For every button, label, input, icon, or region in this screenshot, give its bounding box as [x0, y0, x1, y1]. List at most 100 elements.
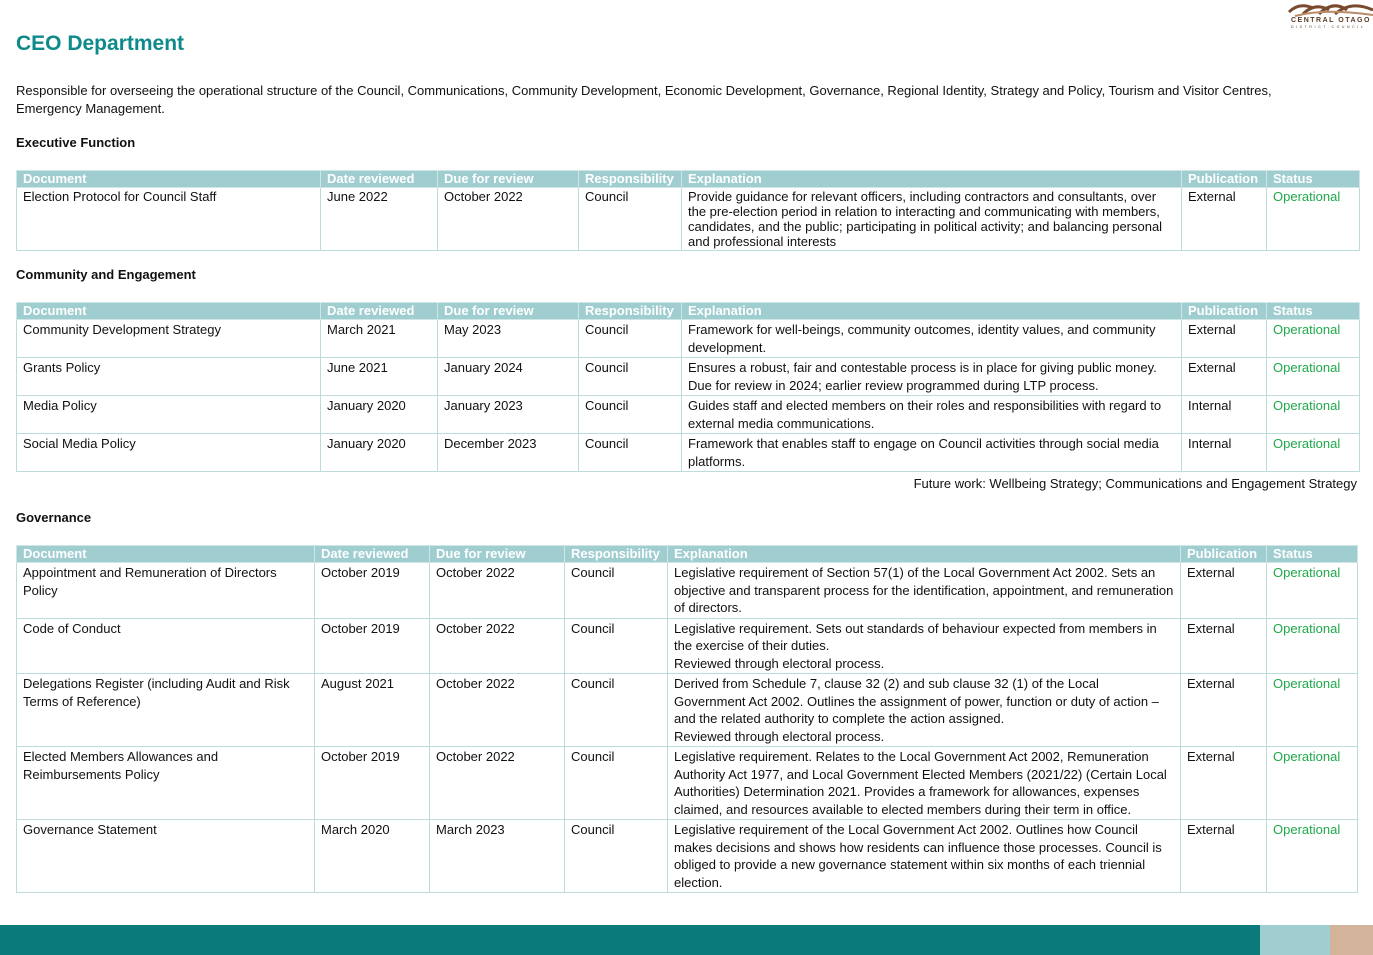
cell-due-for-review: October 2022: [429, 673, 565, 747]
column-header-document: Document: [16, 170, 321, 188]
cell-document: Media Policy: [16, 395, 321, 434]
cell-publication: Internal: [1181, 395, 1267, 434]
cell-date-reviewed: March 2020: [314, 819, 430, 893]
cell-responsibility: Council: [564, 673, 668, 747]
cell-responsibility: Council: [564, 617, 668, 674]
table-row: Delegations Register (including Audit an…: [16, 673, 1358, 747]
cell-explanation: Ensures a robust, fair and contestable p…: [681, 357, 1182, 396]
page-title: CEO Department: [16, 32, 185, 55]
cell-explanation: Legislative requirement. Relates to the …: [667, 746, 1181, 820]
cell-document: Election Protocol for Council Staff: [16, 187, 321, 251]
cell-explanation: Legislative requirement. Sets out standa…: [667, 617, 1181, 674]
column-header-status: Status: [1266, 545, 1358, 563]
cell-document: Delegations Register (including Audit an…: [16, 673, 315, 747]
column-header-due-for-review: Due for review: [437, 302, 579, 320]
footer-accent-teal: [1260, 925, 1330, 955]
cell-publication: External: [1180, 746, 1267, 820]
cell-publication: External: [1180, 819, 1267, 893]
cell-publication: External: [1181, 187, 1267, 251]
section-title-governance: Governance: [16, 510, 92, 525]
column-header-date-reviewed: Date reviewed: [314, 545, 430, 563]
cell-document: Grants Policy: [16, 357, 321, 396]
column-header-date-reviewed: Date reviewed: [320, 170, 438, 188]
cell-status: Operational: [1266, 187, 1360, 251]
column-header-responsibility: Responsibility: [578, 302, 682, 320]
cell-due-for-review: January 2024: [437, 357, 579, 396]
cell-responsibility: Council: [578, 433, 682, 472]
cell-status: Operational: [1266, 319, 1360, 358]
cell-explanation: Derived from Schedule 7, clause 32 (2) a…: [667, 673, 1181, 747]
column-header-document: Document: [16, 302, 321, 320]
cell-explanation: Framework that enables staff to engage o…: [681, 433, 1182, 472]
cell-responsibility: Council: [578, 357, 682, 396]
logo-subtitle: DISTRICT COUNCIL: [1291, 25, 1366, 29]
logo-hills-icon: [1287, 4, 1373, 17]
column-header-publication: Publication: [1180, 545, 1267, 563]
cell-explanation: Framework for well-beings, community out…: [681, 319, 1182, 358]
cell-status: Operational: [1266, 819, 1358, 893]
cell-document: Social Media Policy: [16, 433, 321, 472]
cell-explanation: Legislative requirement of the Local Gov…: [667, 819, 1181, 893]
column-header-responsibility: Responsibility: [564, 545, 668, 563]
column-header-status: Status: [1266, 170, 1360, 188]
cell-date-reviewed: August 2021: [314, 673, 430, 747]
cell-publication: Internal: [1181, 433, 1267, 472]
cell-explanation: Guides staff and elected members on thei…: [681, 395, 1182, 434]
column-header-responsibility: Responsibility: [578, 170, 682, 188]
cell-responsibility: Council: [578, 395, 682, 434]
cell-document: Appointment and Remuneration of Director…: [16, 562, 315, 619]
cell-status: Operational: [1266, 617, 1358, 674]
future-work-note: Future work: Wellbeing Strategy; Communi…: [913, 476, 1357, 491]
cell-publication: External: [1181, 319, 1267, 358]
cell-due-for-review: October 2022: [429, 746, 565, 820]
column-header-publication: Publication: [1181, 302, 1267, 320]
cell-date-reviewed: January 2020: [320, 433, 438, 472]
cell-due-for-review: October 2022: [437, 187, 579, 251]
cell-status: Operational: [1266, 433, 1360, 472]
cell-document: Governance Statement: [16, 819, 315, 893]
cell-date-reviewed: January 2020: [320, 395, 438, 434]
cell-publication: External: [1180, 562, 1267, 619]
section-title-executive: Executive Function: [16, 135, 136, 150]
cell-explanation: Provide guidance for relevant officers, …: [681, 187, 1182, 251]
column-header-date-reviewed: Date reviewed: [320, 302, 438, 320]
cell-publication: External: [1181, 357, 1267, 396]
cell-responsibility: Council: [578, 187, 682, 251]
cell-due-for-review: December 2023: [437, 433, 579, 472]
cell-publication: External: [1180, 673, 1267, 747]
cell-status: Operational: [1266, 673, 1358, 747]
cell-status: Operational: [1266, 562, 1358, 619]
cell-date-reviewed: June 2021: [320, 357, 438, 396]
column-header-due-for-review: Due for review: [429, 545, 565, 563]
column-header-publication: Publication: [1181, 170, 1267, 188]
cell-due-for-review: March 2023: [429, 819, 565, 893]
table-row: Elected Members Allowances and Reimburse…: [16, 746, 1358, 820]
cell-status: Operational: [1266, 746, 1358, 820]
cell-status: Operational: [1266, 395, 1360, 434]
cell-date-reviewed: October 2019: [314, 746, 430, 820]
column-header-explanation: Explanation: [681, 302, 1182, 320]
section-title-community: Community and Engagement: [16, 267, 196, 282]
column-header-explanation: Explanation: [667, 545, 1181, 563]
cell-date-reviewed: June 2022: [320, 187, 438, 251]
column-header-due-for-review: Due for review: [437, 170, 579, 188]
cell-date-reviewed: October 2019: [314, 617, 430, 674]
cell-due-for-review: May 2023: [437, 319, 579, 358]
footer-bar: [0, 925, 1260, 955]
cell-responsibility: Council: [564, 562, 668, 619]
cell-status: Operational: [1266, 357, 1360, 396]
intro-paragraph: Responsible for overseeing the operation…: [16, 83, 1272, 116]
column-header-explanation: Explanation: [681, 170, 1182, 188]
